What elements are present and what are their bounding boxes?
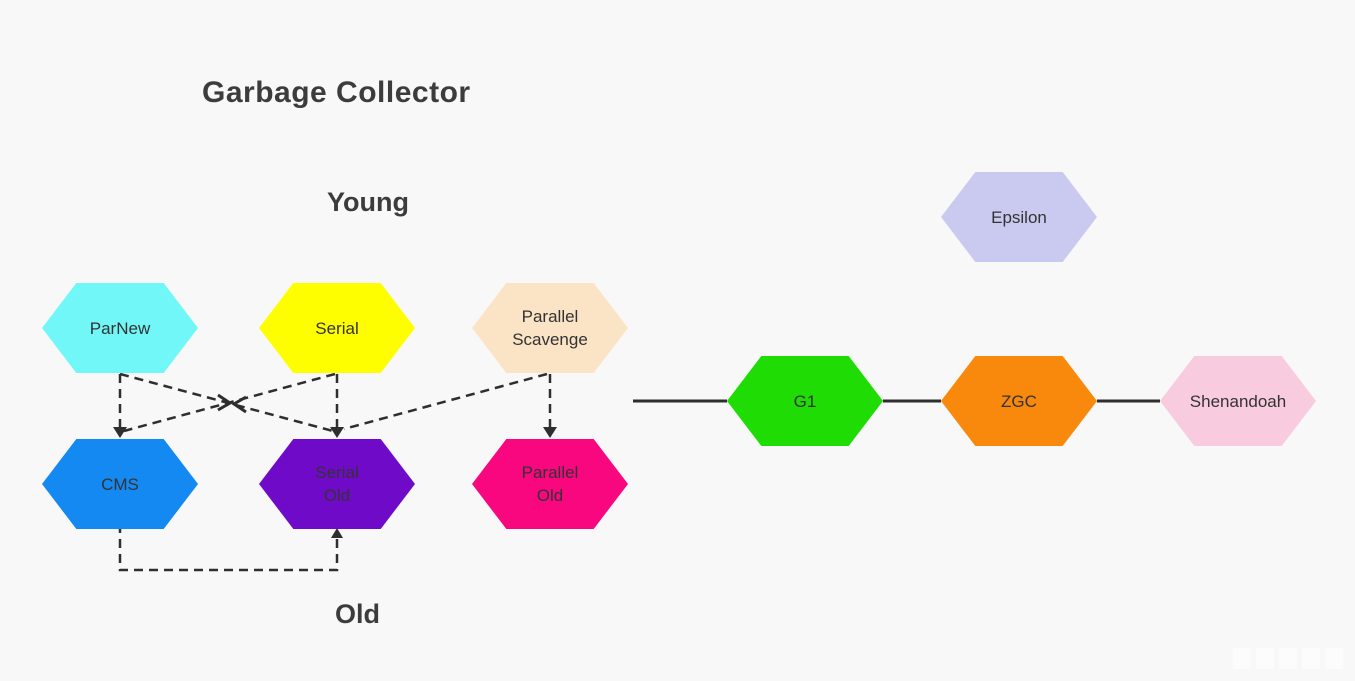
node-parallel-scavenge: Parallel Scavenge (472, 283, 628, 373)
node-zgc: ZGC (941, 356, 1097, 446)
arrowhead-down-parallelold (543, 427, 557, 438)
node-parallel-old: Parallel Old (472, 439, 628, 529)
arrowhead-left-crossing (231, 395, 247, 414)
arrowhead-up-serialold-bottom (331, 528, 343, 538)
node-parallel-scavenge-label: Parallel Scavenge (512, 307, 588, 349)
node-serial-label: Serial (315, 318, 359, 338)
node-shenandoah-label: Shenandoah (1189, 391, 1287, 411)
node-parnew-label: ParNew (89, 318, 151, 338)
watermark-block (1325, 648, 1343, 669)
node-parnew: ParNew (42, 283, 198, 373)
watermark-block (1233, 648, 1251, 669)
node-parallel-old-label: Parallel Old (521, 463, 579, 505)
arrowhead-down-cms (113, 427, 127, 438)
node-serial-old-label: Serial Old (315, 463, 359, 505)
watermark (1233, 648, 1343, 669)
node-serial: Serial (259, 283, 415, 373)
node-zgc-label: ZGC (1001, 391, 1037, 411)
edge-parallelscavenge-serialold (343, 372, 548, 431)
node-cms: CMS (42, 439, 198, 529)
node-g1: G1 (727, 356, 883, 446)
node-epsilon-label: Epsilon (991, 207, 1047, 227)
group-label-old: Old (335, 599, 380, 629)
watermark-block (1279, 648, 1297, 669)
edge-cms-serialold (118, 524, 339, 572)
arrowhead-right-crossing (217, 393, 233, 412)
node-shenandoah: Shenandoah (1160, 356, 1316, 446)
diagram-title: Garbage Collector (202, 76, 471, 109)
group-label-young: Young (327, 187, 409, 217)
arrowhead-down-serialold (330, 427, 344, 438)
node-epsilon: Epsilon (941, 172, 1097, 262)
node-g1-label: G1 (793, 391, 817, 411)
watermark-block (1302, 648, 1320, 669)
watermark-block (1256, 648, 1274, 669)
node-serial-old: Serial Old (259, 439, 415, 529)
node-cms-label: CMS (101, 474, 139, 494)
